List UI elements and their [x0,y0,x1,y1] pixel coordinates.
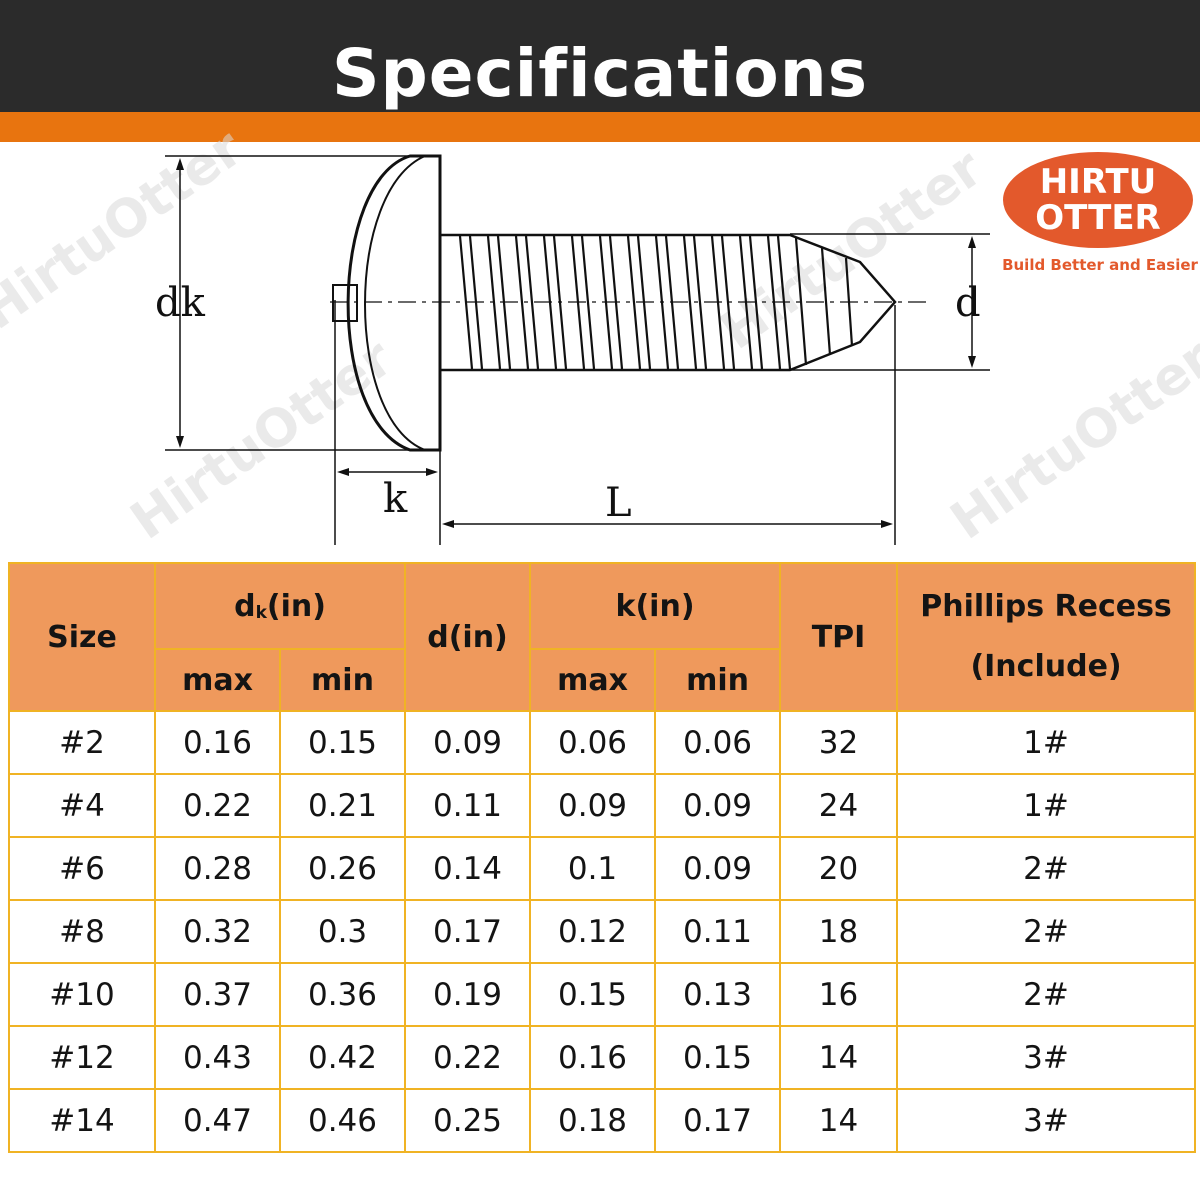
cell-dk-max: 0.28 [154,836,281,901]
cell-k-min: 0.11 [654,899,782,964]
cell-size: #8 [8,899,156,964]
cell-d: 0.19 [404,962,532,1027]
cell-recess: 1# [896,773,1197,838]
cell-d: 0.14 [404,836,532,901]
cell-dk-max: 0.22 [154,773,281,838]
cell-dk-max: 0.47 [154,1088,281,1153]
brand-logo: HIRTU OTTER [1003,152,1193,248]
spec-table: Size dk(in) d(in) k(in) TPI Phillips Rec… [8,562,1197,1153]
header-k-min: min [654,648,782,712]
cell-d: 0.22 [404,1025,532,1090]
header-stripe [0,112,1200,142]
logo-line1: HIRTU [1039,162,1157,202]
cell-recess: 2# [896,899,1197,964]
cell-size: #2 [8,710,156,775]
cell-d: 0.25 [404,1088,532,1153]
L-label: L [605,480,632,526]
cell-dk-min: 0.26 [278,836,407,901]
cell-k-min: 0.15 [654,1025,782,1090]
cell-k-min: 0.09 [654,836,782,901]
cell-dk-min: 0.36 [278,962,407,1027]
cell-tpi: 32 [779,710,899,775]
cell-d: 0.17 [404,899,532,964]
cell-dk-max: 0.37 [154,962,281,1027]
cell-dk-max: 0.32 [154,899,281,964]
cell-tpi: 14 [779,1088,899,1153]
cell-d: 0.11 [404,773,532,838]
header-k-max: max [529,648,657,712]
cell-size: #10 [8,962,156,1027]
cell-k-min: 0.06 [654,710,782,775]
cell-dk-min: 0.15 [278,710,407,775]
cell-k-max: 0.12 [529,899,657,964]
cell-dk-min: 0.3 [278,899,407,964]
header-dk-min: min [278,648,407,712]
header-size: Size [8,562,156,712]
header-dk: dk(in) [153,562,407,650]
cell-k-min: 0.13 [654,962,782,1027]
header-phillips-recess: Phillips Recess(Include) [896,562,1197,712]
header-tpi: TPI [779,562,899,712]
cell-k-max: 0.09 [529,773,657,838]
cell-tpi: 18 [779,899,899,964]
cell-recess: 1# [896,710,1197,775]
cell-d: 0.09 [404,710,532,775]
cell-dk-max: 0.43 [154,1025,281,1090]
cell-dk-min: 0.46 [278,1088,407,1153]
cell-k-max: 0.06 [529,710,657,775]
cell-dk-min: 0.42 [278,1025,407,1090]
brand-tagline: Build Better and Easier [1002,256,1198,274]
header-d: d(in) [404,562,532,712]
cell-size: #6 [8,836,156,901]
cell-k-min: 0.17 [654,1088,782,1153]
cell-dk-min: 0.21 [278,773,407,838]
cell-tpi: 20 [779,836,899,901]
k-label: k [383,476,408,522]
cell-recess: 3# [896,1088,1197,1153]
cell-recess: 2# [896,962,1197,1027]
cell-tpi: 16 [779,962,899,1027]
d-label: d [955,280,981,326]
cell-size: #12 [8,1025,156,1090]
header-band [0,0,1200,112]
page-title: Specifications [331,35,869,112]
dk-label: dk [155,280,206,326]
cell-recess: 2# [896,836,1197,901]
cell-tpi: 24 [779,773,899,838]
cell-tpi: 14 [779,1025,899,1090]
screw-diagram: dk d k L [155,154,990,545]
cell-k-min: 0.09 [654,773,782,838]
header-dk-max: max [154,648,281,712]
cell-size: #4 [8,773,156,838]
header-k: k(in) [529,562,782,650]
cell-dk-max: 0.16 [154,710,281,775]
cell-size: #14 [8,1088,156,1153]
cell-k-max: 0.18 [529,1088,657,1153]
cell-k-max: 0.15 [529,962,657,1027]
cell-recess: 3# [896,1025,1197,1090]
logo-line2: OTTER [1035,198,1161,238]
cell-k-max: 0.16 [529,1025,657,1090]
cell-k-max: 0.1 [529,836,657,901]
